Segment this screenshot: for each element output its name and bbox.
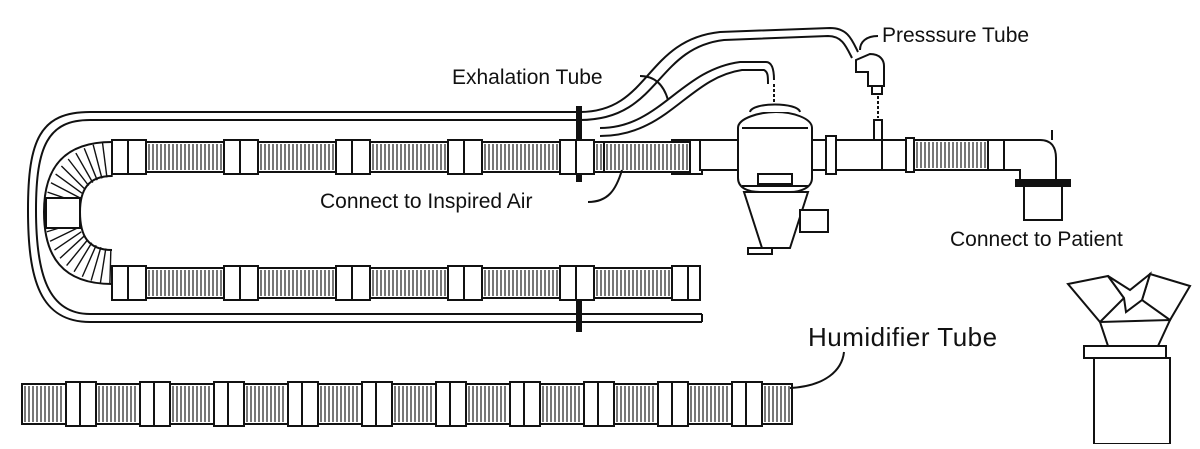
label-humidifier-tube: Humidifier Tube [808, 322, 998, 352]
humidifier-leader [789, 351, 845, 389]
patient-segment [881, 130, 1071, 221]
label-exhalation-tube: Exhalation Tube [452, 66, 603, 89]
pressure-exhalation-lines [26, 26, 859, 323]
y-piece-water-trap [699, 84, 883, 255]
humidifier-tube [21, 381, 793, 427]
label-patient: Connect to Patient [950, 228, 1123, 251]
pressure-port [855, 52, 885, 141]
u-tube [42, 141, 113, 285]
label-inspired-air: Connect to Inspired Air [320, 190, 532, 213]
leader-lines [587, 35, 879, 203]
corrugated-runs [111, 139, 989, 301]
y-connector-part [1066, 271, 1192, 445]
label-pressure-tube: Presssure Tube [882, 24, 1029, 47]
